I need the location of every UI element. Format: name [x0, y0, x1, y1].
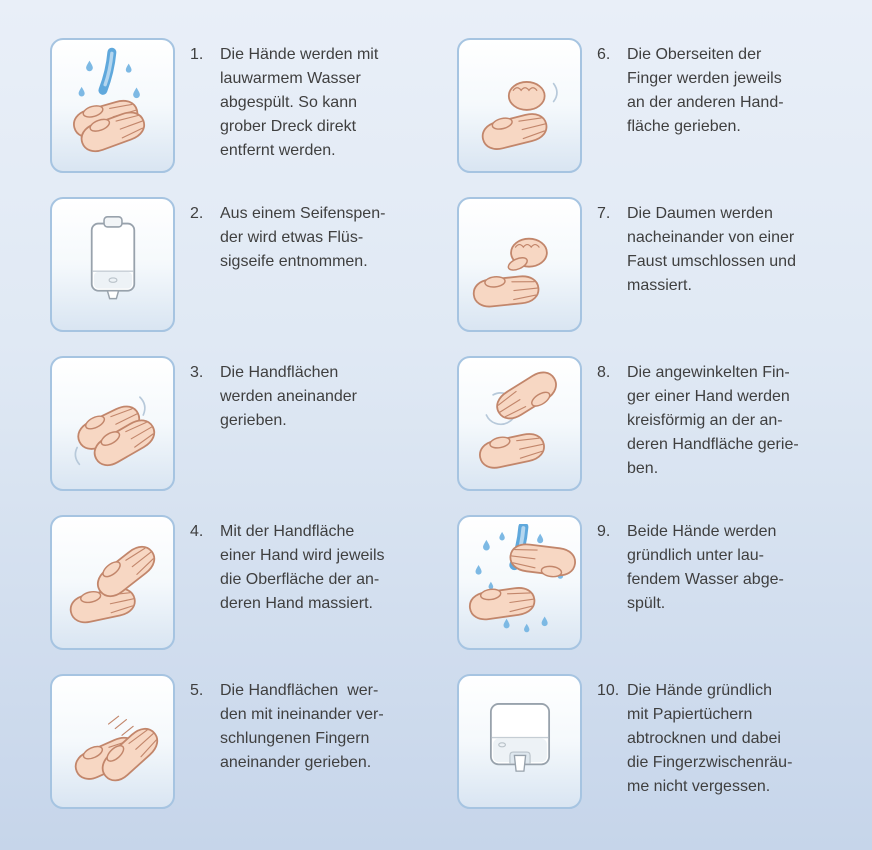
palms-rubbing-icon [71, 395, 160, 472]
palm-massages-back-of-hand-icon [66, 537, 161, 626]
interlocked-fingers-icon [69, 715, 164, 787]
step-9: 9. Beide Hände werden gründlich unter la… [457, 515, 857, 674]
step-5-illustration-box [50, 674, 175, 809]
step-5-caption: 5. Die Handflächen wer- den mit ineinand… [190, 674, 384, 775]
step-9-caption: 9. Beide Hände werden gründlich unter la… [597, 515, 784, 616]
step-number: 9. [597, 523, 611, 540]
step-text: Aus einem Seifenspen- der wird etwas Flü… [220, 205, 386, 270]
fingertips-circular-on-palm-icon [475, 365, 563, 472]
step-9-illustration-box [457, 515, 582, 650]
step-2-caption: 2. Aus einem Seifenspen- der wird etwas … [190, 197, 385, 274]
step-text: Die Hände werden mit lauwarmem Wasser ab… [220, 46, 379, 159]
step-number: 5. [190, 682, 204, 699]
step-number: 10. [597, 682, 620, 699]
step-number: 7. [597, 205, 611, 222]
step-text: Mit der Handfläche einer Hand wird jewei… [220, 523, 385, 612]
step-text: Die Handflächen wer- den mit ineinander … [220, 682, 384, 771]
step-10-illustration-box [457, 674, 582, 809]
step-2: 2. Aus einem Seifenspen- der wird etwas … [50, 197, 457, 356]
step-1-caption: 1. Die Hände werden mit lauwarmem Wasser… [190, 38, 378, 163]
step-7: 7. Die Daumen werden nacheinander von ei… [457, 197, 857, 356]
step-3-illustration-box [50, 356, 175, 491]
step-8: 8. Die angewinkelten Fin- ger einer Hand… [457, 356, 857, 515]
step-3: 3. Die Handflächen werden aneinander ger… [50, 356, 457, 515]
step-number: 6. [597, 46, 611, 63]
hands-rinsed-splashing-icon [466, 523, 576, 632]
right-column: 6. Die Oberseiten der Finger werden jewe… [457, 38, 857, 850]
step-7-caption: 7. Die Daumen werden nacheinander von ei… [597, 197, 796, 298]
left-column: 1. Die Hände werden mit lauwarmem Wasser… [50, 38, 457, 850]
finger-backs-on-palm-icon [477, 80, 558, 153]
step-number: 2. [190, 205, 204, 222]
step-10: 10. Die Hände gründlich mit Papiertücher… [457, 674, 857, 833]
step-number: 8. [597, 364, 611, 381]
step-1: 1. Die Hände werden mit lauwarmem Wasser… [50, 38, 457, 197]
soap-dispenser-icon [90, 215, 135, 299]
step-6-illustration-box [457, 38, 582, 173]
step-8-illustration-box [457, 356, 582, 491]
step-text: Die Hände gründlich mit Papiertüchern ab… [627, 682, 793, 795]
step-number: 1. [190, 46, 204, 63]
step-6-caption: 6. Die Oberseiten der Finger werden jewe… [597, 38, 784, 139]
step-5: 5. Die Handflächen wer- den mit ineinand… [50, 674, 457, 833]
step-6: 6. Die Oberseiten der Finger werden jewe… [457, 38, 857, 197]
hands-rinsed-under-water-icon [68, 47, 149, 156]
step-4: 4. Mit der Handfläche einer Hand wird je… [50, 515, 457, 674]
paper-towel-dispenser-icon [489, 702, 550, 772]
step-4-caption: 4. Mit der Handfläche einer Hand wird je… [190, 515, 385, 616]
step-number: 3. [190, 364, 204, 381]
step-8-caption: 8. Die angewinkelten Fin- ger einer Hand… [597, 356, 799, 481]
step-2-illustration-box [50, 197, 175, 332]
step-4-illustration-box [50, 515, 175, 650]
step-number: 4. [190, 523, 204, 540]
step-text: Die Daumen werden nacheinander von einer… [627, 205, 796, 294]
step-text: Die angewinkelten Fin- ger einer Hand we… [627, 364, 799, 477]
step-3-caption: 3. Die Handflächen werden aneinander ger… [190, 356, 357, 433]
thumb-in-fist-icon [470, 237, 548, 309]
step-text: Beide Hände werden gründlich unter lau- … [627, 523, 784, 612]
step-7-illustration-box [457, 197, 582, 332]
step-text: Die Handflächen werden aneinander gerieb… [220, 364, 357, 429]
step-text: Die Oberseiten der Finger werden jeweils… [627, 46, 784, 135]
step-1-illustration-box [50, 38, 175, 173]
step-10-caption: 10. Die Hände gründlich mit Papiertücher… [597, 674, 792, 799]
